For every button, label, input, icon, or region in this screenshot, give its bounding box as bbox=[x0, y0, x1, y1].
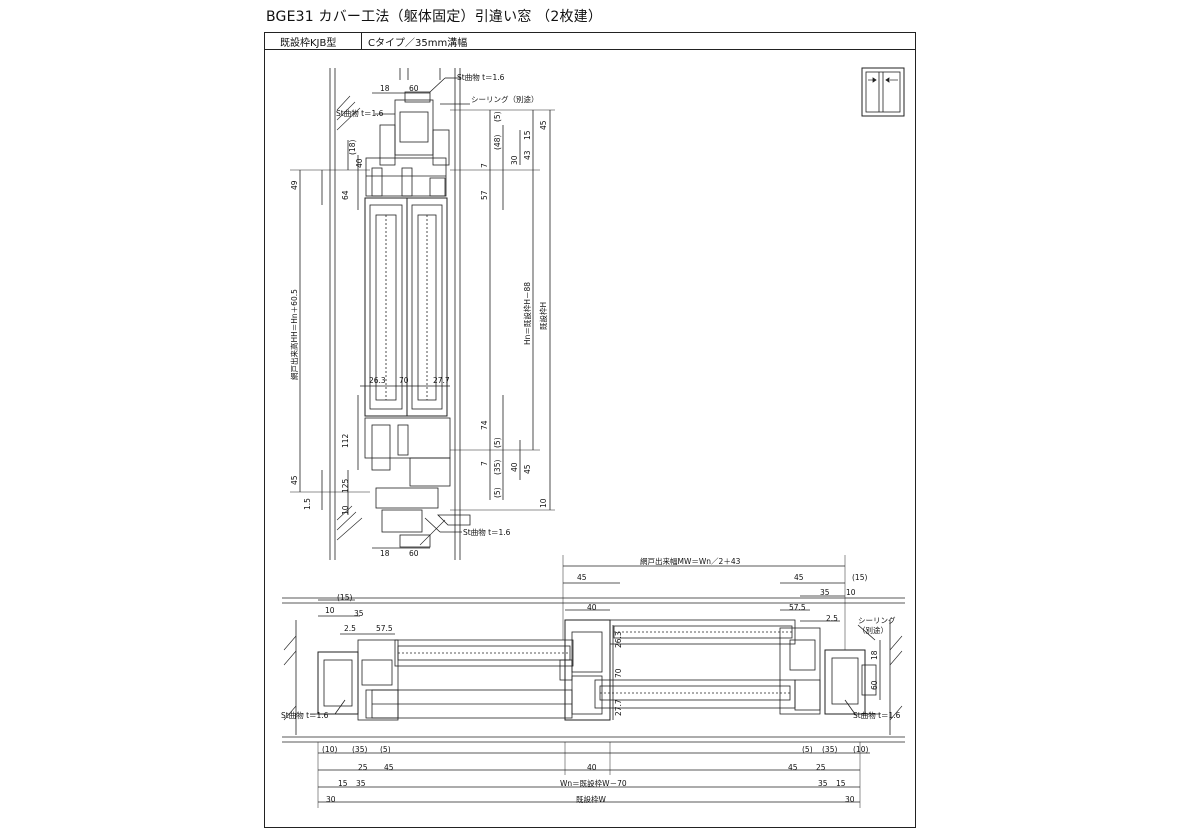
callout-st-top-right: St曲物 t＝1.6 bbox=[457, 72, 505, 82]
dim-hn-total: 網戸出来高HH＝Hn＋60.5 bbox=[289, 289, 299, 380]
dim-t35r: 35 bbox=[820, 588, 830, 597]
dim-5b: (5) bbox=[493, 437, 502, 448]
callout-st-right: St曲物 t＝1.6 bbox=[853, 710, 901, 720]
dim-5a: (5) bbox=[493, 111, 502, 122]
dim-t45r: 45 bbox=[794, 573, 804, 582]
dim-t10l: 10 bbox=[325, 606, 335, 615]
dim-b30l: 30 bbox=[326, 795, 336, 804]
dim-b40: 40 bbox=[587, 763, 597, 772]
dim-74: 74 bbox=[480, 420, 489, 430]
dim-top-60: 60 bbox=[409, 84, 419, 93]
frame-type-cell: 既設枠KJB型 bbox=[264, 32, 362, 50]
callout-sealing-right2: （別途） bbox=[858, 625, 888, 635]
callout-st-bottom: St曲物 t＝1.6 bbox=[463, 527, 511, 537]
dim-t70: 70 bbox=[614, 668, 623, 678]
dim-t25r: 2.5 bbox=[826, 614, 838, 623]
dim-b10l: (10) bbox=[322, 745, 337, 754]
dim-b45r: 45 bbox=[788, 763, 798, 772]
drawing-frame bbox=[264, 32, 916, 828]
dim-35p: (35) bbox=[493, 460, 502, 475]
dim-b15r: 15 bbox=[836, 779, 846, 788]
dim-bottom-18: 18 bbox=[380, 549, 390, 558]
dim-t575r: 57.5 bbox=[789, 603, 806, 612]
c-type-cell: Cタイプ／35mm溝幅 bbox=[368, 38, 468, 49]
dim-t277: 27.7 bbox=[614, 699, 623, 716]
dim-screen-w: 網戸出来幅MW＝Wn／2＋43 bbox=[640, 556, 741, 566]
dim-t25l: 2.5 bbox=[344, 624, 356, 633]
dim-b35r: (35) bbox=[822, 745, 837, 754]
dim-263: 26.3 bbox=[369, 376, 386, 385]
dim-t263: 26.3 bbox=[614, 631, 623, 648]
dim-43: 43 bbox=[523, 150, 532, 160]
dim-b15l: 15 bbox=[338, 779, 348, 788]
dim-49: 49 bbox=[290, 180, 299, 190]
dim-64: 64 bbox=[341, 190, 350, 200]
dim-b45l: 45 bbox=[384, 763, 394, 772]
dim-5c: (5) bbox=[493, 487, 502, 498]
dim-57: 57 bbox=[480, 190, 489, 200]
dim-b35bl: 35 bbox=[356, 779, 366, 788]
dim-b35l: (35) bbox=[352, 745, 367, 754]
dim-t15p-r: (15) bbox=[852, 573, 867, 582]
dim-b25r: 25 bbox=[816, 763, 826, 772]
dim-t45l: 45 bbox=[577, 573, 587, 582]
dim-45-top: 45 bbox=[539, 120, 548, 130]
dim-t575l: 57.5 bbox=[376, 624, 393, 633]
dim-t40: 40 bbox=[587, 603, 597, 612]
dim-t15p-l: (15) bbox=[337, 593, 352, 602]
dim-7b: 7 bbox=[480, 461, 489, 466]
dim-wn: Wn＝既設枠W－70 bbox=[560, 778, 627, 788]
dim-existing-h: 既設枠H bbox=[538, 302, 548, 330]
dim-top-18: 18 bbox=[380, 84, 390, 93]
dim-30: 30 bbox=[510, 155, 519, 165]
vertical-section bbox=[290, 68, 555, 560]
dim-existing-w: 既設枠W bbox=[576, 794, 606, 804]
dim-45c: 45 bbox=[290, 475, 299, 485]
callout-st-top-left: St曲物 t＝1.6 bbox=[336, 108, 384, 118]
dim-b5r: (5) bbox=[802, 745, 813, 754]
dim-r60: 60 bbox=[870, 680, 879, 690]
dim-125: 125 bbox=[341, 478, 350, 493]
window-thumbnail-icon bbox=[861, 67, 905, 117]
dim-45b: 45 bbox=[523, 464, 532, 474]
dim-10b: 10 bbox=[539, 498, 548, 508]
spec-header: 既設枠KJB型 Cタイプ／35mm溝幅 bbox=[264, 32, 916, 50]
dim-r18: 18 bbox=[870, 650, 879, 660]
dim-t10r: 10 bbox=[846, 588, 856, 597]
dim-40a: 40 bbox=[355, 158, 364, 168]
dim-b30r: 30 bbox=[845, 795, 855, 804]
callout-sealing-right: シーリング bbox=[858, 615, 896, 625]
dim-10a: 10 bbox=[341, 505, 350, 515]
horizontal-section bbox=[282, 555, 905, 808]
dim-48: (48) bbox=[493, 135, 502, 150]
dim-15b: 1.5 bbox=[303, 498, 312, 510]
dim-40b: 40 bbox=[510, 462, 519, 472]
dim-70: 70 bbox=[399, 376, 409, 385]
page-title: BGE31 カバー工法（躯体固定）引違い窓 （2枚建） bbox=[266, 9, 603, 25]
dim-b10r: (10) bbox=[853, 745, 868, 754]
dim-15: 15 bbox=[523, 130, 532, 140]
dim-bottom-60: 60 bbox=[409, 549, 419, 558]
dim-277: 27.7 bbox=[433, 376, 450, 385]
dim-b5l: (5) bbox=[380, 745, 391, 754]
dim-hn-inner: Hn＝既設枠H－88 bbox=[522, 282, 532, 345]
dim-7a: 7 bbox=[480, 163, 489, 168]
callout-sealing-top: シーリング（別途） bbox=[471, 94, 539, 104]
callout-st-left: St曲物 t＝1.6 bbox=[281, 710, 329, 720]
dim-b25l: 25 bbox=[358, 763, 368, 772]
dim-112: 112 bbox=[341, 433, 350, 448]
dim-t35l: 35 bbox=[354, 609, 364, 618]
dim-18p: (18) bbox=[348, 140, 357, 155]
dim-b35br: 35 bbox=[818, 779, 828, 788]
